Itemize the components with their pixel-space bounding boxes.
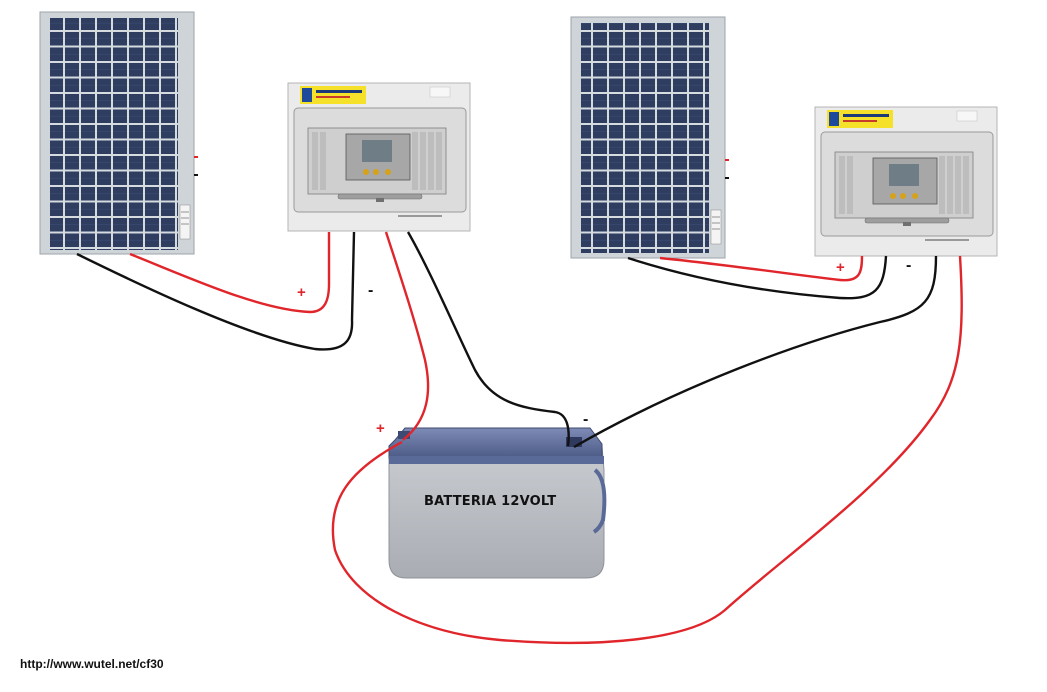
wire-right-panel-positive (659, 255, 864, 282)
polarity-plus-right-panel: + (836, 259, 845, 276)
polarity-minus-left-panel: - (368, 282, 374, 299)
charge-controller-box-left (287, 82, 471, 232)
controller-right-display (889, 164, 919, 186)
wire-left-controller-battery-positive (384, 231, 430, 441)
wire-left-controller-battery-negative (406, 231, 570, 447)
panel-right-label-sticker (710, 209, 722, 245)
polarity-plus-battery: + (376, 420, 385, 437)
polarity-minus-battery: - (583, 411, 589, 428)
battery-negative-terminal (566, 437, 582, 447)
battery-label: BATTERIA 12VOLT (424, 494, 557, 509)
controller-left-display (362, 140, 392, 162)
polarity-plus-left-panel: + (297, 284, 306, 301)
polarity-minus-right-panel: - (906, 257, 912, 274)
wire-right-controller-battery-negative (573, 255, 938, 449)
battery-12v (388, 427, 607, 579)
wire-left-panel-positive (129, 232, 331, 314)
wire-right-controller-battery-positive (331, 255, 963, 645)
battery-positive-terminal (398, 431, 410, 439)
source-url: http://www.wutel.net/cf30 (20, 657, 164, 671)
wire-left-panel-negative (76, 231, 356, 351)
charge-controller-box-right (814, 106, 998, 257)
solar-panel-left (39, 11, 198, 255)
panel-left-label-sticker (179, 204, 191, 240)
solar-panel-right (570, 16, 729, 259)
wire-right-panel-negative (627, 255, 888, 300)
